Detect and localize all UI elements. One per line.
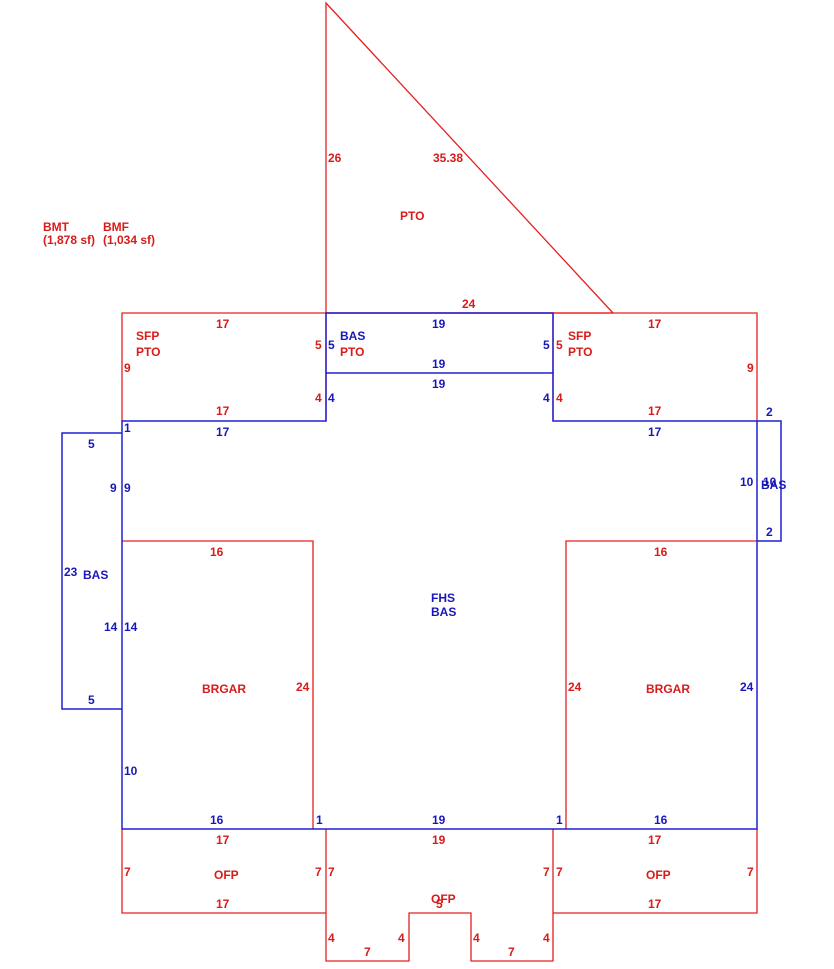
dim-bas-left-top: 5 xyxy=(88,437,95,451)
sfp-right-sub-label: PTO xyxy=(568,345,592,359)
dim-brgar-right-left: 24 xyxy=(568,680,582,694)
dim-pto-left: 26 xyxy=(328,151,342,165)
bmf-label: BMF xyxy=(103,220,129,234)
bas-mid-label: BAS xyxy=(340,329,365,343)
bas-right-label: BAS xyxy=(761,478,786,492)
dim-bas-mid-left-lower: 4 xyxy=(328,391,335,405)
dim-bas-mid-middle: 19 xyxy=(432,357,446,371)
bas-mid-sub-label: PTO xyxy=(340,345,364,359)
dim-ofp-left-right: 7 xyxy=(315,865,322,879)
dim-bas-mid-left: 5 xyxy=(328,338,335,352)
dim-ofp-right-top: 17 xyxy=(648,833,662,847)
dim-fhs-bottom: 19 xyxy=(432,813,446,827)
area-labels: PTO SFP PTO BAS PTO SFP PTO BAS BAS FHS … xyxy=(83,209,786,906)
dim-ofp-mid-left-run: 7 xyxy=(364,945,371,959)
dim-bas-mid-top: 19 xyxy=(432,317,446,331)
dim-sfp-right-left: 5 xyxy=(556,338,563,352)
dim-sfp-left-right-lower: 4 xyxy=(315,391,322,405)
dim-bas-right-left: 10 xyxy=(740,475,754,489)
dim-bas-left-bottom: 5 xyxy=(88,693,95,707)
dim-ofp-mid-top: 19 xyxy=(432,833,446,847)
dim-fhs-step-left: 1 xyxy=(316,813,323,827)
ofp-right-label: OFP xyxy=(646,868,671,882)
dim-pto-hypotenuse: 35.38 xyxy=(433,151,463,165)
dim-sfp-right-left-lower: 4 xyxy=(556,391,563,405)
dim-bas-left-right-upper: 9 xyxy=(110,481,117,495)
dim-sfp-left-top: 17 xyxy=(216,317,230,331)
bmt-area: (1,878 sf) xyxy=(43,233,95,247)
ofp-right-outline xyxy=(553,829,758,914)
dim-brgar-left-right: 24 xyxy=(296,680,310,694)
dim-fhs-top-right: 17 xyxy=(648,425,662,439)
dim-fhs-corner-left: 1 xyxy=(124,421,131,435)
fhs-sub-label: BAS xyxy=(431,605,456,619)
bas-right-outline xyxy=(757,420,782,542)
dim-brgar-left-bottom: 16 xyxy=(210,813,224,827)
brgar-left-outline xyxy=(122,540,314,829)
dim-sfp-left-right: 5 xyxy=(315,338,322,352)
dim-sfp-right-right: 9 xyxy=(747,361,754,375)
ofp-left-outline xyxy=(121,829,326,914)
dim-ofp-mid-left: 7 xyxy=(328,865,335,879)
basement-legend: BMT (1,878 sf) BMF (1,034 sf) xyxy=(43,220,155,247)
dim-brgar-left-top: 16 xyxy=(210,545,224,559)
dim-ofp-mid-right-step-b: 4 xyxy=(543,931,550,945)
dim-fhs-left-middle: 14 xyxy=(124,620,138,634)
dim-ofp-left-bottom: 17 xyxy=(216,897,230,911)
fhs-label: FHS xyxy=(431,591,455,605)
dim-bas-left-left: 23 xyxy=(64,565,78,579)
dim-ofp-mid-right-run: 7 xyxy=(508,945,515,959)
bas-mid-outline xyxy=(325,312,554,373)
dim-ofp-mid-right: 7 xyxy=(543,865,550,879)
sfp-right-label: SFP xyxy=(568,329,591,343)
sfp-left-sub-label: PTO xyxy=(136,345,160,359)
dim-fhs-step-right: 1 xyxy=(556,813,563,827)
ofp-mid-outline xyxy=(325,829,554,962)
dim-brgar-right-right: 24 xyxy=(740,680,754,694)
fhs-main-outline xyxy=(121,372,758,830)
dim-ofp-mid-left-step-a: 4 xyxy=(328,931,335,945)
bmt-label: BMT xyxy=(43,220,70,234)
dim-fhs-left-lower: 10 xyxy=(124,764,138,778)
dim-fhs-top-left: 17 xyxy=(216,425,230,439)
brgar-right-outline xyxy=(565,540,757,829)
dim-bas-mid-right-lower: 4 xyxy=(543,391,550,405)
brgar-left-label: BRGAR xyxy=(202,682,246,696)
dim-bas-right-bottom: 2 xyxy=(766,525,773,539)
bas-left-outline xyxy=(61,432,122,710)
dim-ofp-left-top: 17 xyxy=(216,833,230,847)
dim-pto-bottom: 24 xyxy=(462,297,476,311)
ofp-left-label: OFP xyxy=(214,868,239,882)
dim-fhs-left-upper: 9 xyxy=(124,481,131,495)
dim-sfp-left-bottom: 17 xyxy=(216,404,230,418)
dim-brgar-right-top: 16 xyxy=(654,545,668,559)
dim-bas-left-right-lower: 14 xyxy=(104,620,118,634)
brgar-right-label: BRGAR xyxy=(646,682,690,696)
dim-bas-right-top: 2 xyxy=(766,405,773,419)
dim-ofp-right-right: 7 xyxy=(747,865,754,879)
dim-sfp-right-bottom: 17 xyxy=(648,404,662,418)
sfp-left-label: SFP xyxy=(136,329,159,343)
bmf-area: (1,034 sf) xyxy=(103,233,155,247)
red-outlines xyxy=(121,1,758,962)
dim-ofp-mid-right-step-a: 4 xyxy=(473,931,480,945)
pto-top-outline xyxy=(325,1,615,314)
dim-ofp-mid-notch: 5 xyxy=(436,897,443,911)
dim-ofp-left-left: 7 xyxy=(124,865,131,879)
ofp-mid-label: OFP xyxy=(431,892,456,906)
dim-bas-mid-right: 5 xyxy=(543,338,550,352)
dim-ofp-right-left: 7 xyxy=(556,865,563,879)
dim-bas-right-right: 10 xyxy=(763,475,777,489)
dim-sfp-right-top: 17 xyxy=(648,317,662,331)
dim-ofp-mid-left-step-b: 4 xyxy=(398,931,405,945)
blue-outlines xyxy=(61,312,782,830)
dim-sfp-left-left: 9 xyxy=(124,361,131,375)
dim-ofp-right-bottom: 17 xyxy=(648,897,662,911)
dimension-labels: 26 35.38 24 17 9 5 4 17 5 19 19 19 5 4 4… xyxy=(64,151,777,959)
dim-bas-mid-lower: 19 xyxy=(432,377,446,391)
pto-top-label: PTO xyxy=(400,209,424,223)
bas-left-label: BAS xyxy=(83,568,108,582)
dim-brgar-right-bottom: 16 xyxy=(654,813,668,827)
